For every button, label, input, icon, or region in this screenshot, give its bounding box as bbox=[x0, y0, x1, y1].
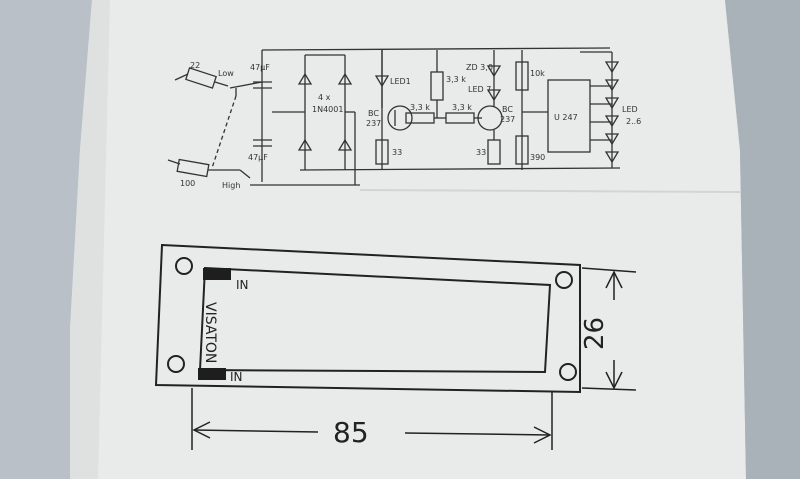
switch-low-contact bbox=[229, 81, 263, 89]
arrow-up bbox=[605, 270, 623, 289]
paper-fold bbox=[70, 0, 110, 479]
mount-hole-bottom-right bbox=[559, 363, 577, 381]
label-diodes-count: 4 x bbox=[318, 93, 331, 102]
board-brand: VISATON bbox=[202, 302, 218, 363]
resistor-33-left bbox=[375, 139, 389, 165]
label-switch-high: High bbox=[222, 181, 240, 190]
label-cap-top: 47µF bbox=[250, 63, 270, 72]
wire bbox=[214, 81, 229, 87]
led7-symbol bbox=[486, 89, 502, 102]
dim-width-label: 85 bbox=[333, 416, 369, 449]
wire bbox=[167, 159, 181, 165]
switch-link bbox=[211, 95, 237, 169]
schematic-labels: 22 Low 47µF 47µF 100 High 4 x 1N4001 LED… bbox=[180, 61, 641, 190]
led-7b-symbol bbox=[604, 151, 620, 164]
transistor-1 bbox=[387, 105, 413, 131]
label-tr1-line1: BC bbox=[368, 109, 379, 118]
dimension-height bbox=[581, 267, 637, 391]
label-in-top: IN bbox=[236, 278, 249, 292]
dimension-width bbox=[191, 388, 553, 450]
board-inner-outline bbox=[198, 266, 552, 374]
paper-sheet bbox=[70, 0, 746, 479]
label-tr2-line1: BC bbox=[502, 105, 513, 114]
label-r-emitter1: 33 bbox=[392, 148, 402, 157]
label-ic: U 247 bbox=[554, 113, 578, 122]
diode-symbols bbox=[297, 61, 620, 164]
led-6-symbol bbox=[604, 133, 620, 146]
label-tr2-line2: 237 bbox=[500, 115, 515, 124]
dim-height-label: 26 bbox=[580, 317, 610, 350]
board-drawing bbox=[154, 243, 581, 394]
label-led7: LED 7 bbox=[468, 85, 491, 94]
diode-2 bbox=[337, 72, 353, 85]
label-led-group-2: 2..6 bbox=[626, 117, 641, 126]
label-r-base2: 3,3 k bbox=[452, 103, 472, 112]
board-outer-outline bbox=[154, 243, 581, 394]
mount-hole-top-right bbox=[555, 271, 573, 289]
top-rail bbox=[261, 47, 611, 51]
diode-3 bbox=[297, 138, 313, 151]
pad-in-bottom bbox=[198, 368, 226, 380]
label-diodes-type: 1N4001 bbox=[312, 105, 343, 114]
label-r-emitter2: 33 bbox=[476, 148, 486, 157]
transistor-2 bbox=[477, 105, 503, 131]
diode-4 bbox=[337, 138, 353, 151]
ic-u247 bbox=[547, 79, 591, 153]
arrow-left bbox=[192, 421, 211, 439]
mount-hole-top-left bbox=[175, 257, 193, 275]
label-r-collector: 3,3 k bbox=[446, 75, 466, 84]
wire bbox=[239, 169, 251, 179]
label-led1: LED1 bbox=[390, 77, 411, 86]
zener-symbol bbox=[486, 65, 502, 78]
dim-line-left bbox=[193, 429, 319, 433]
label-zener: ZD 3,0 bbox=[466, 63, 493, 72]
resistor-10k bbox=[515, 61, 529, 91]
label-r-390: 390 bbox=[530, 153, 545, 162]
bottom-rail-2 bbox=[299, 167, 621, 171]
label-switch-low: Low bbox=[218, 69, 234, 78]
label-tr1-line2: 237 bbox=[366, 119, 381, 128]
dim-line-right bbox=[404, 432, 551, 436]
wire bbox=[174, 73, 189, 81]
led-3-symbol bbox=[604, 79, 620, 92]
crease-line bbox=[359, 189, 741, 193]
resistor-100 bbox=[176, 158, 210, 178]
circuit-schematic bbox=[167, 47, 621, 186]
led1-symbol bbox=[374, 75, 390, 88]
ext-line-bottom bbox=[581, 387, 637, 391]
label-r-10k: 10k bbox=[530, 69, 545, 78]
paper-shadow bbox=[725, 0, 800, 479]
label-r-input: 22 bbox=[190, 61, 200, 70]
label-cap-bottom: 47µF bbox=[248, 153, 268, 162]
diode-1 bbox=[297, 72, 313, 85]
arrow-down bbox=[605, 371, 623, 390]
led-5-symbol bbox=[604, 115, 620, 128]
mount-hole-bottom-left bbox=[167, 355, 185, 373]
arrow-right bbox=[533, 426, 552, 444]
pad-in-top bbox=[203, 268, 231, 280]
ext-line-top bbox=[581, 267, 637, 273]
label-led-group-1: LED bbox=[622, 105, 638, 114]
resistor-390 bbox=[515, 135, 529, 165]
label-r-bottom: 100 bbox=[180, 179, 195, 188]
led-2-symbol bbox=[604, 61, 620, 74]
label-r-base1: 3,3 k bbox=[410, 103, 430, 112]
led-4-symbol bbox=[604, 97, 620, 110]
label-in-bottom: IN bbox=[230, 370, 243, 384]
